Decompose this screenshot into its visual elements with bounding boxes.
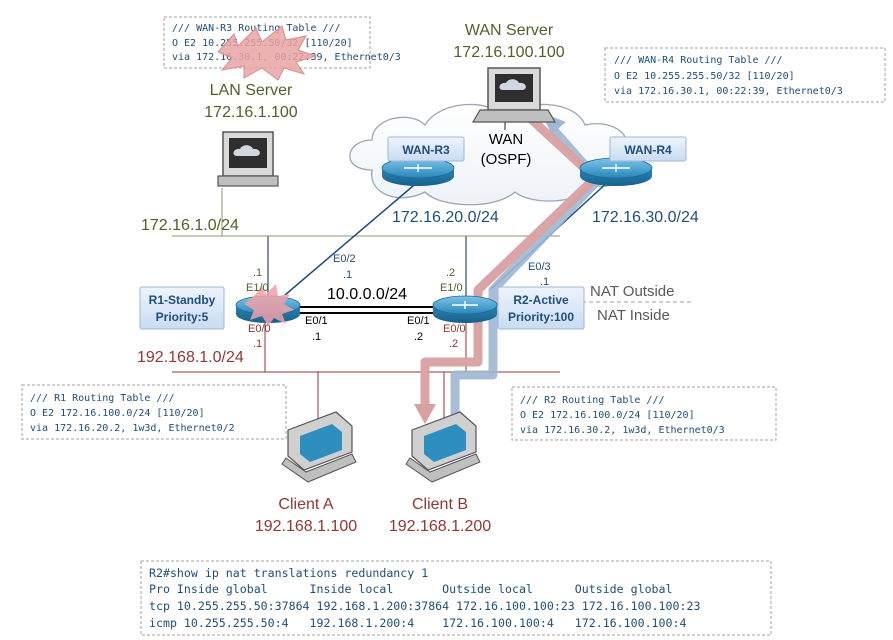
wan-server-icon [471, 67, 557, 123]
nat-table-row: tcp 10.255.255.50:37864 192.168.1.200:37… [149, 599, 700, 613]
wan-r4-label: WAN-R4 [624, 143, 672, 157]
nat-outside-label: NAT Outside [590, 283, 674, 300]
lan-server-name: LAN Server [210, 82, 293, 99]
wan-r3-label: WAN-R3 [402, 143, 450, 157]
r1-priority: Priority:5 [156, 310, 209, 324]
r2-e1-0-ip: .2 [446, 267, 455, 279]
client-b-name: Client B [412, 496, 468, 513]
r2-e0-1-label: E0/1 [407, 315, 430, 327]
r2-e0-0-ip: .2 [449, 338, 458, 350]
lan-server-ip: 172.16.1.100 [204, 104, 298, 121]
nat-inside-label: NAT Inside [597, 307, 670, 324]
r1-interface-labels: .1 E1/0 E0/2 .1 E0/0 .1 E0/1 .1 [246, 253, 356, 350]
r2-e0-1-ip: .2 [414, 331, 423, 343]
r1-e1-0-ip: .1 [253, 267, 262, 279]
nat-translation-table-callout: R2#show ip nat translations redundancy 1… [140, 560, 772, 636]
r4-link-network-label: 172.16.30.0/24 [592, 209, 699, 226]
nat-table-header: Pro Inside global Inside local Outside l… [149, 582, 673, 596]
r2-name: R2-Active [513, 293, 569, 307]
r1-table-title: /// R1 Routing Table /// [30, 393, 175, 404]
client-a-pc-icon [281, 411, 357, 483]
wan-cloud-label: WAN [489, 131, 523, 148]
r1-e1-0-label: E1/0 [246, 282, 269, 294]
failure-burst-icon [244, 284, 294, 326]
r2-table-line1: O E2 172.16.100.0/24 [110/20] [520, 410, 695, 421]
lan-server-icon [217, 131, 279, 187]
r1-e0-2-ip: .1 [343, 269, 352, 281]
request-flow-arrowhead [414, 404, 436, 424]
r2-routing-table-callout: /// R2 Routing Table /// O E2 172.16.100… [511, 386, 777, 441]
wan-r4-table-line2: via 172.16.30.1, 00:22:39, Ethernet0/3 [614, 86, 843, 97]
r2-e1-0-label: E1/0 [440, 282, 463, 294]
r1-table-line2: via 172.16.20.2, 1w3d, Ethernet0/2 [30, 423, 235, 434]
wan-r4-routing-table-callout: /// WAN-R4 Routing Table /// O E2 10.255… [604, 47, 886, 103]
wan-r3-router [381, 157, 455, 186]
client-a-name: Client A [278, 496, 333, 513]
client-a-ip: 192.168.1.100 [255, 518, 357, 535]
r2-e0-0-label: E0/0 [443, 323, 466, 335]
r1-e0-0-label: E0/0 [248, 323, 271, 335]
r1-e0-1-ip: .1 [312, 331, 321, 343]
wan-r4-label-box: WAN-R4 [609, 136, 687, 162]
r1-name: R1-Standby [149, 293, 216, 307]
r1-label-box: R1-Standby Priority:5 [139, 286, 225, 330]
r1-router [235, 284, 301, 326]
wan-server-ip: 172.16.100.100 [453, 44, 564, 61]
r1-e0-2-label: E0/2 [333, 253, 356, 265]
nat-table-command: R2#show ip nat translations redundancy 1 [149, 566, 428, 580]
wan-r3-label-box: WAN-R3 [387, 136, 465, 162]
explosion-icon [217, 25, 318, 81]
r2-router [432, 295, 498, 323]
client-b-ip: 192.168.1.200 [389, 518, 491, 535]
r2-label-box: R2-Active Priority:100 [497, 286, 585, 330]
wan-cloud-protocol: (OSPF) [481, 151, 532, 168]
wan-r3-routing-table-callout: /// WAN-R3 Routing Table /// O E2 10.255… [163, 16, 401, 81]
r3-link-network-label: 172.16.20.0/24 [392, 209, 499, 226]
wan-r4-table-title: /// WAN-R4 Routing Table /// [614, 55, 783, 66]
r2-interface-labels: .2 E1/0 E0/3 .1 E0/0 .2 E0/1 .2 [407, 261, 551, 350]
lan-server-network-label: 172.16.1.0/24 [141, 217, 239, 234]
r2-table-line2: via 172.16.30.2, 1w3d, Ethernet0/3 [520, 425, 725, 436]
client-network-label: 192.168.1.0/24 [137, 349, 244, 366]
nat-table-row: icmp 10.255.255.50:4 192.168.1.200:4 172… [149, 616, 686, 630]
client-b-pc-icon [405, 411, 481, 483]
r1-e0-0-ip: .1 [253, 338, 262, 350]
r1-routing-table-callout: /// R1 Routing Table /// O E2 172.16.100… [21, 384, 287, 440]
r2-e0-3-label: E0/3 [528, 261, 551, 273]
r1-table-line1: O E2 172.16.100.0/24 [110/20] [30, 408, 205, 419]
interconnect-network-label: 10.0.0.0/24 [327, 286, 407, 303]
r2-e0-3-ip: .1 [540, 276, 549, 288]
r1-e0-1-label: E0/1 [305, 315, 328, 327]
r2-table-title: /// R2 Routing Table /// [520, 395, 665, 406]
wan-r4-router [579, 157, 653, 186]
wan-r4-table-line1: O E2 10.255.255.50/32 [110/20] [614, 71, 795, 82]
wan-server-name: WAN Server [465, 22, 554, 39]
interconnect-link [292, 306, 437, 314]
r2-priority: Priority:100 [508, 310, 574, 324]
